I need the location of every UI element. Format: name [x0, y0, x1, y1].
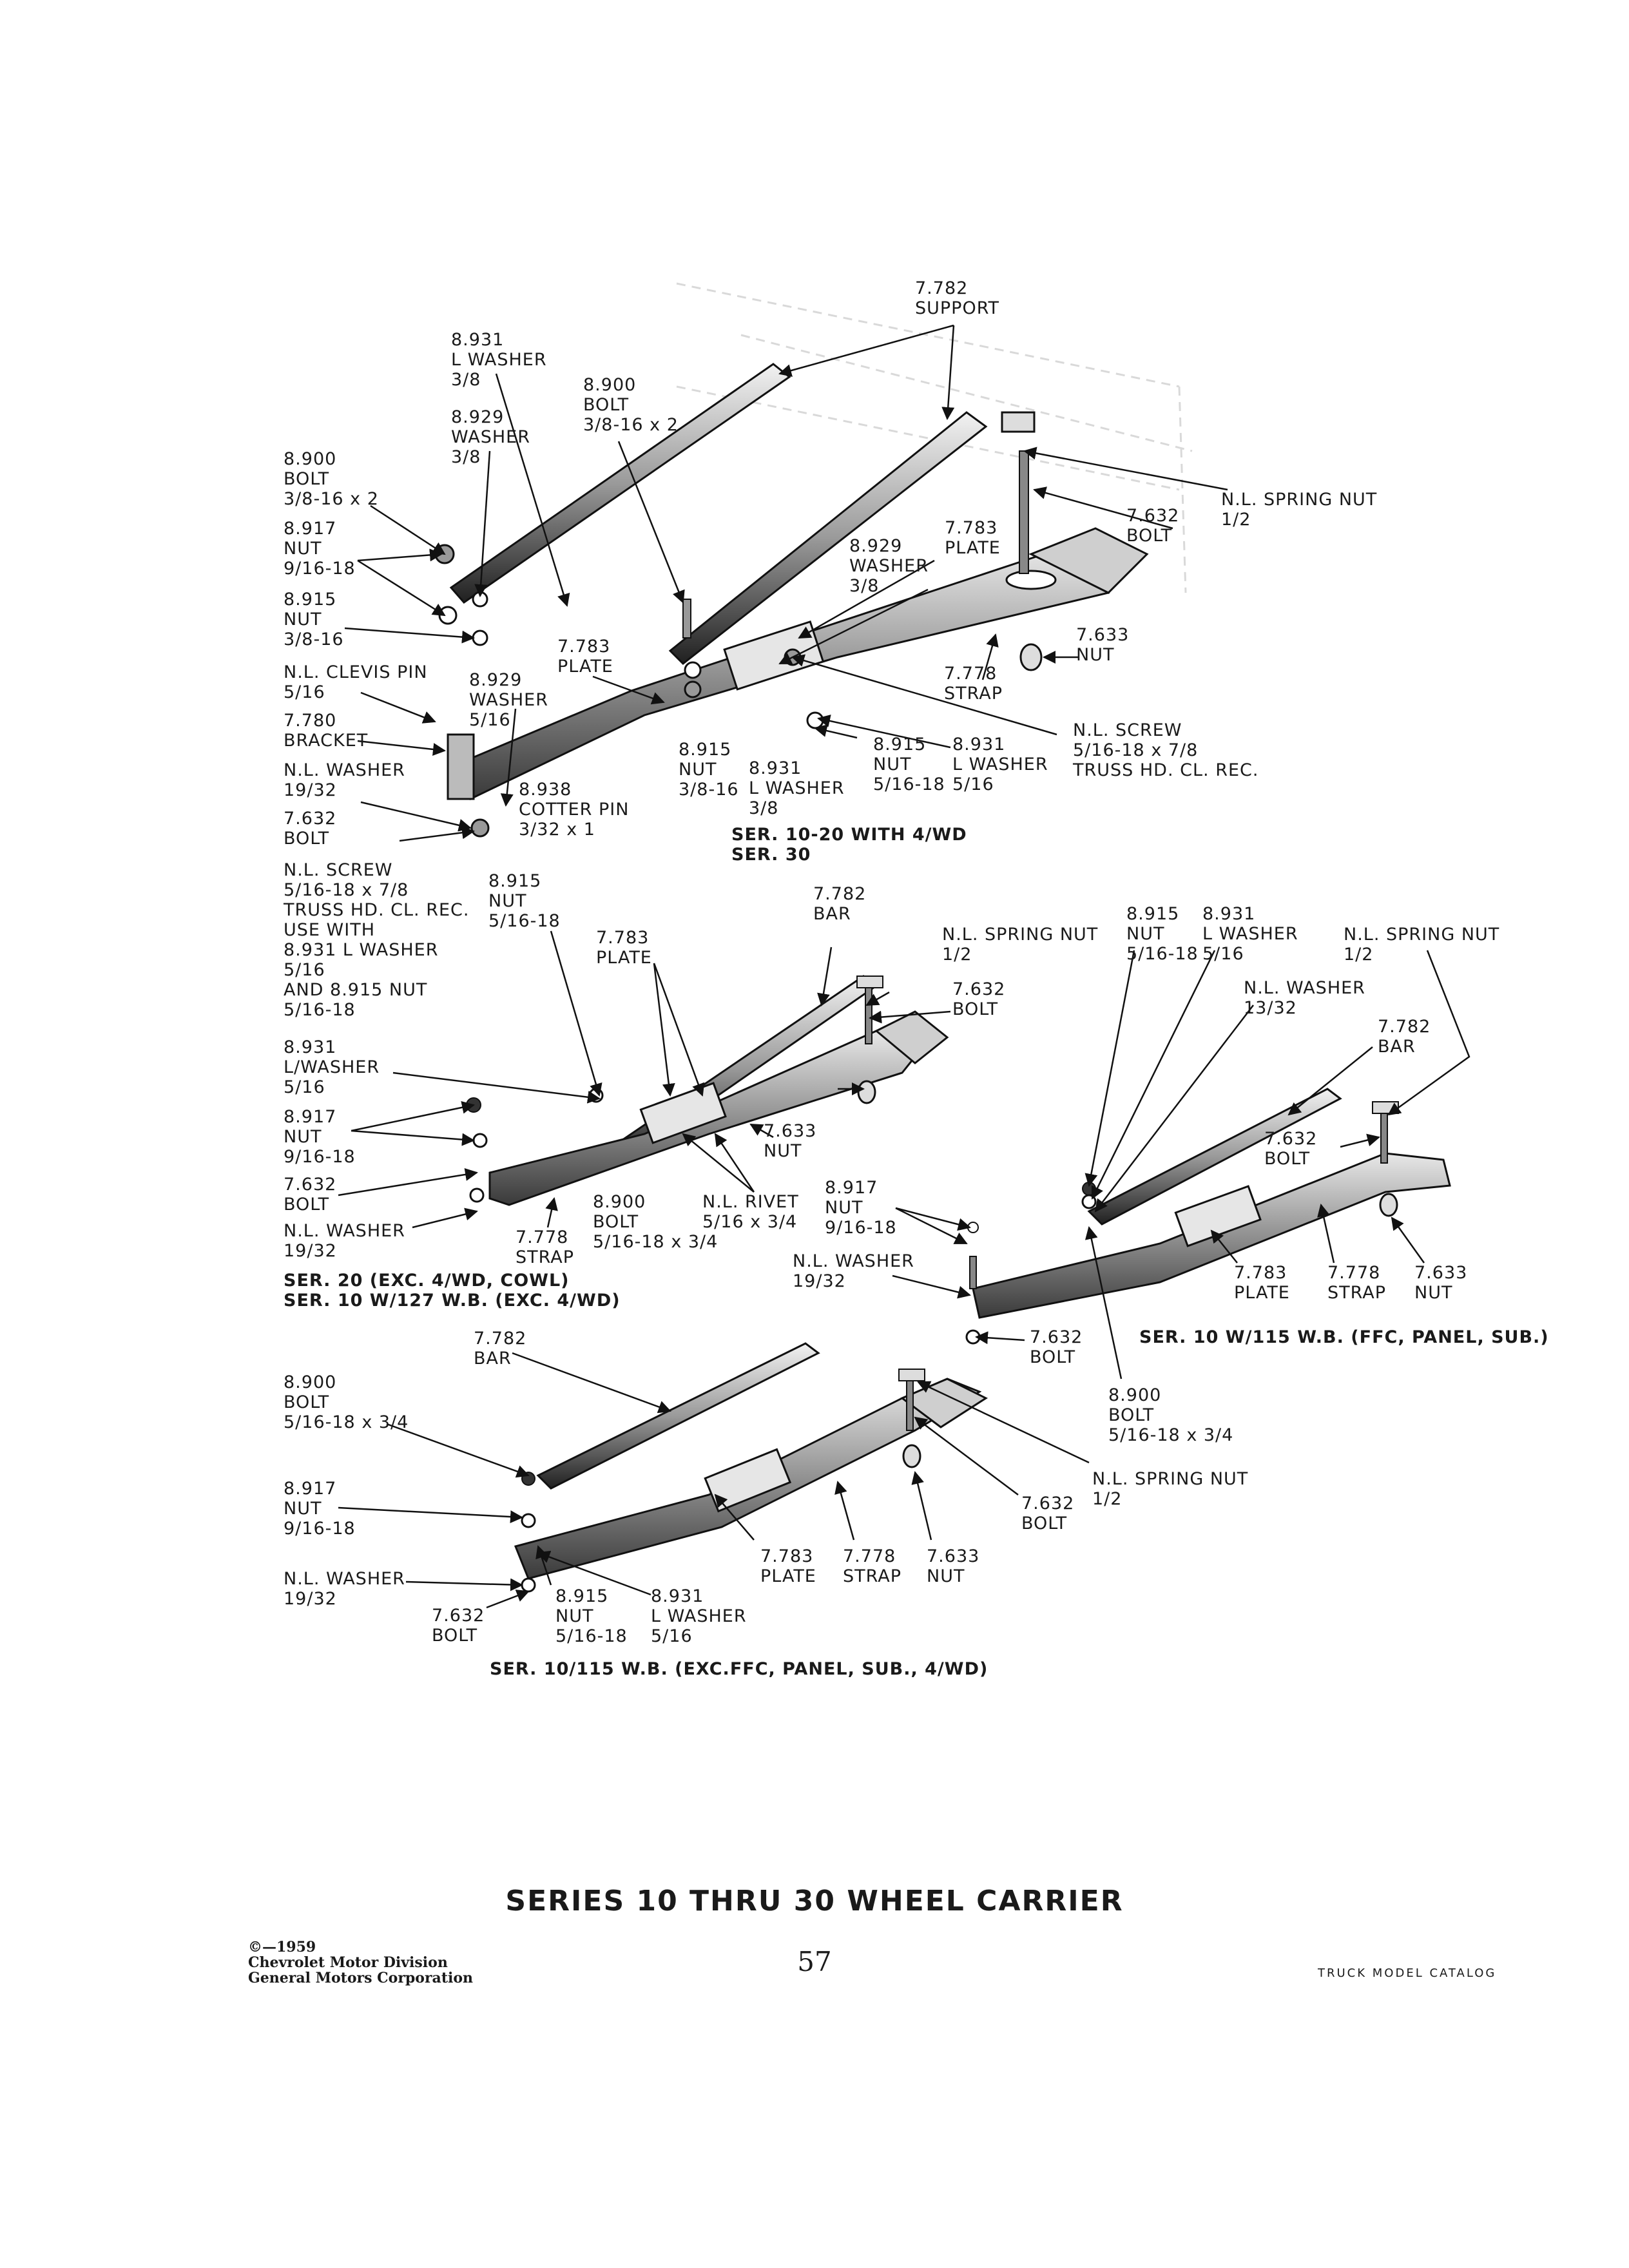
- label-strap: 7.778 STRAP: [944, 664, 1003, 704]
- label-bolt-8-900: 8.900 BOLT 5/16-18 x 3/4: [284, 1372, 409, 1432]
- label-l-washer-5-16: 8.931 L WASHER 5/16: [1202, 904, 1298, 964]
- diagram-2-illustration: [338, 930, 951, 1229]
- label-washer-3-8-center: 8.929 WASHER 3/8: [849, 536, 929, 596]
- caption-diagram-4: SER. 10/115 W.B. (EXC.FFC, PANEL, SUB., …: [490, 1659, 988, 1679]
- label-bolt-7-632-right: 7.632 BOLT: [1021, 1494, 1075, 1533]
- label-bolt-7-632: 7.632 BOLT: [1264, 1129, 1318, 1169]
- label-bolt-7-632-left: 7.632 BOLT: [284, 1175, 337, 1215]
- label-nl-washer-19-32: N.L. WASHER 19/32: [793, 1251, 914, 1291]
- mount-plate: [639, 1082, 727, 1144]
- wheel-bar: [536, 1342, 820, 1490]
- label-nl-washer-13-32: N.L. WASHER 13/32: [1244, 978, 1365, 1018]
- label-strap: 7.778 STRAP: [516, 1227, 575, 1267]
- label-bolt-7-632: 7.632 BOLT: [952, 979, 1006, 1019]
- caption-diagram-3: SER. 10 W/115 W.B. (FFC, PANEL, SUB.): [1139, 1327, 1549, 1347]
- support-rail-right: [668, 411, 988, 666]
- label-nut-5-16-18: 8.915 NUT 5/16-18: [1126, 904, 1199, 964]
- spring-nut-bolt: [1019, 450, 1029, 574]
- label-nut-9-16-18: 8.917 NUT 9/16-18: [284, 519, 356, 579]
- label-nut-7-633: 7.633 NUT: [1414, 1263, 1468, 1303]
- mount-plate: [1174, 1185, 1262, 1247]
- label-plate: 7.783 PLATE: [1234, 1263, 1290, 1303]
- label-nl-screw: N.L. SCREW 5/16-18 x 7/8 TRUSS HD. CL. R…: [1073, 720, 1259, 780]
- label-bar: 7.782 BAR: [1378, 1017, 1431, 1057]
- label-nut-7-633: 7.633 NUT: [764, 1121, 817, 1161]
- label-nut-9-16-18: 8.917 NUT 9/16-18: [284, 1107, 356, 1167]
- label-nut-3-8-16-left: 8.915 NUT 3/8-16: [284, 590, 344, 649]
- frame-ghost-lines: [676, 282, 1193, 593]
- label-l-washer-3-8-center: 8.931 L WASHER 3/8: [749, 758, 845, 818]
- copyright-notice: ©—1959 Chevrolet Motor Division General …: [248, 1939, 474, 1986]
- label-spring-nut: N.L. SPRING NUT 1/2: [942, 925, 1099, 965]
- label-spring-nut: N.L. SPRING NUT 1/2: [1221, 490, 1378, 530]
- label-nl-washer-19-32: N.L. WASHER 19/32: [284, 1569, 405, 1609]
- strap-hook: [1028, 527, 1149, 594]
- mount-plate: [723, 620, 825, 691]
- label-bar: 7.782 BAR: [474, 1329, 527, 1369]
- label-l-washer-5-16: 8.931 L WASHER 5/16: [952, 735, 1048, 794]
- label-spring-nut: N.L. SPRING NUT 1/2: [1344, 925, 1500, 965]
- label-plate: 7.783 PLATE: [596, 928, 652, 968]
- page-title: SERIES 10 THRU 30 WHEEL CARRIER: [505, 1885, 1124, 1917]
- label-strap: 7.778 STRAP: [843, 1546, 902, 1586]
- label-nut-5-16-18: 8.915 NUT 5/16-18: [555, 1586, 628, 1646]
- label-support: 7.782 SUPPORT: [915, 278, 1000, 318]
- label-nut-9-16-18: 8.917 NUT 9/16-18: [825, 1178, 897, 1238]
- label-bolt-7-632-left: 7.632 BOLT: [432, 1606, 485, 1646]
- mount-bracket: [447, 733, 475, 800]
- diagram-3-illustration: [892, 950, 1470, 1379]
- label-l-washer-5-16: 8.931 L WASHER 5/16: [651, 1586, 747, 1646]
- label-plate-left: 7.783 PLATE: [557, 637, 613, 677]
- label-nl-washer-19-32: N.L. WASHER 19/32: [284, 760, 405, 800]
- label-clevis-pin: N.L. CLEVIS PIN 5/16: [284, 662, 428, 702]
- label-bolt-8-900: 8.900 BOLT 5/16-18 x 3/4: [593, 1192, 718, 1252]
- label-bolt-7-632-right: 7.632 BOLT: [1126, 506, 1180, 546]
- strap-slot: [1005, 570, 1057, 590]
- label-washer-3-8-left: 8.929 WASHER 3/8: [451, 407, 530, 467]
- strap-hook: [874, 1010, 949, 1064]
- label-l-washer-5-16: 8.931 L/WASHER 5/16: [284, 1037, 380, 1097]
- label-spring-nut: N.L. SPRING NUT 1/2: [1092, 1469, 1249, 1509]
- diagram-4-illustration: [338, 1342, 1090, 1609]
- support-rail-left: [449, 363, 791, 604]
- label-nl-washer-19-32: N.L. WASHER 19/32: [284, 1221, 405, 1261]
- label-plate: 7.783 PLATE: [760, 1546, 816, 1586]
- label-bolt-3-8-16x2-upper: 8.900 BOLT 3/8-16 x 2: [583, 375, 679, 435]
- label-nut-7-633: 7.633 NUT: [927, 1546, 980, 1586]
- label-washer-5-16: 8.929 WASHER 5/16: [469, 670, 548, 730]
- label-strap: 7.778 STRAP: [1327, 1263, 1387, 1303]
- label-bolt-8-900: 8.900 BOLT 5/16-18 x 3/4: [1108, 1385, 1234, 1445]
- label-bolt-7-632-bottom: 7.632 BOLT: [1030, 1327, 1083, 1367]
- page-number: 57: [797, 1946, 832, 1977]
- label-bolt-3-8-16x2-left: 8.900 BOLT 3/8-16 x 2: [284, 449, 379, 509]
- wheel-bar: [1087, 1088, 1342, 1225]
- label-l-washer-3-8: 8.931 L WASHER 3/8: [451, 330, 547, 390]
- label-nut-5-16-18: 8.915 NUT 5/16-18: [488, 871, 561, 931]
- label-nl-rivet: N.L. RIVET 5/16 x 3/4: [702, 1192, 799, 1232]
- label-cotter-pin: 8.938 COTTER PIN 3/32 x 1: [519, 780, 630, 840]
- catalog-name: TRUCK MODEL CATALOG: [1318, 1966, 1497, 1980]
- label-nut-7-633: 7.633 NUT: [1076, 625, 1130, 665]
- label-bracket: 7.780 BRACKET: [284, 711, 369, 751]
- note-screw-usage: N.L. SCREW 5/16-18 x 7/8 TRUSS HD. CL. R…: [284, 860, 470, 1020]
- spring-nut: [1001, 411, 1036, 433]
- caption-diagram-1: SER. 10-20 WITH 4/WD SER. 30: [731, 825, 967, 865]
- label-bolt-7-632-left: 7.632 BOLT: [284, 809, 337, 849]
- diagram-1-illustration: [344, 282, 1228, 842]
- label-plate-center: 7.783 PLATE: [945, 518, 1001, 558]
- label-nut-9-16-18: 8.917 NUT 9/16-18: [284, 1479, 356, 1539]
- label-bar: 7.782 BAR: [813, 884, 867, 924]
- label-nut-5-16-18: 8.915 NUT 5/16-18: [873, 735, 945, 794]
- label-nut-3-8-16-center: 8.915 NUT 3/8-16: [679, 740, 739, 800]
- caption-diagram-2: SER. 20 (EXC. 4/WD, COWL) SER. 10 W/127 …: [284, 1271, 621, 1311]
